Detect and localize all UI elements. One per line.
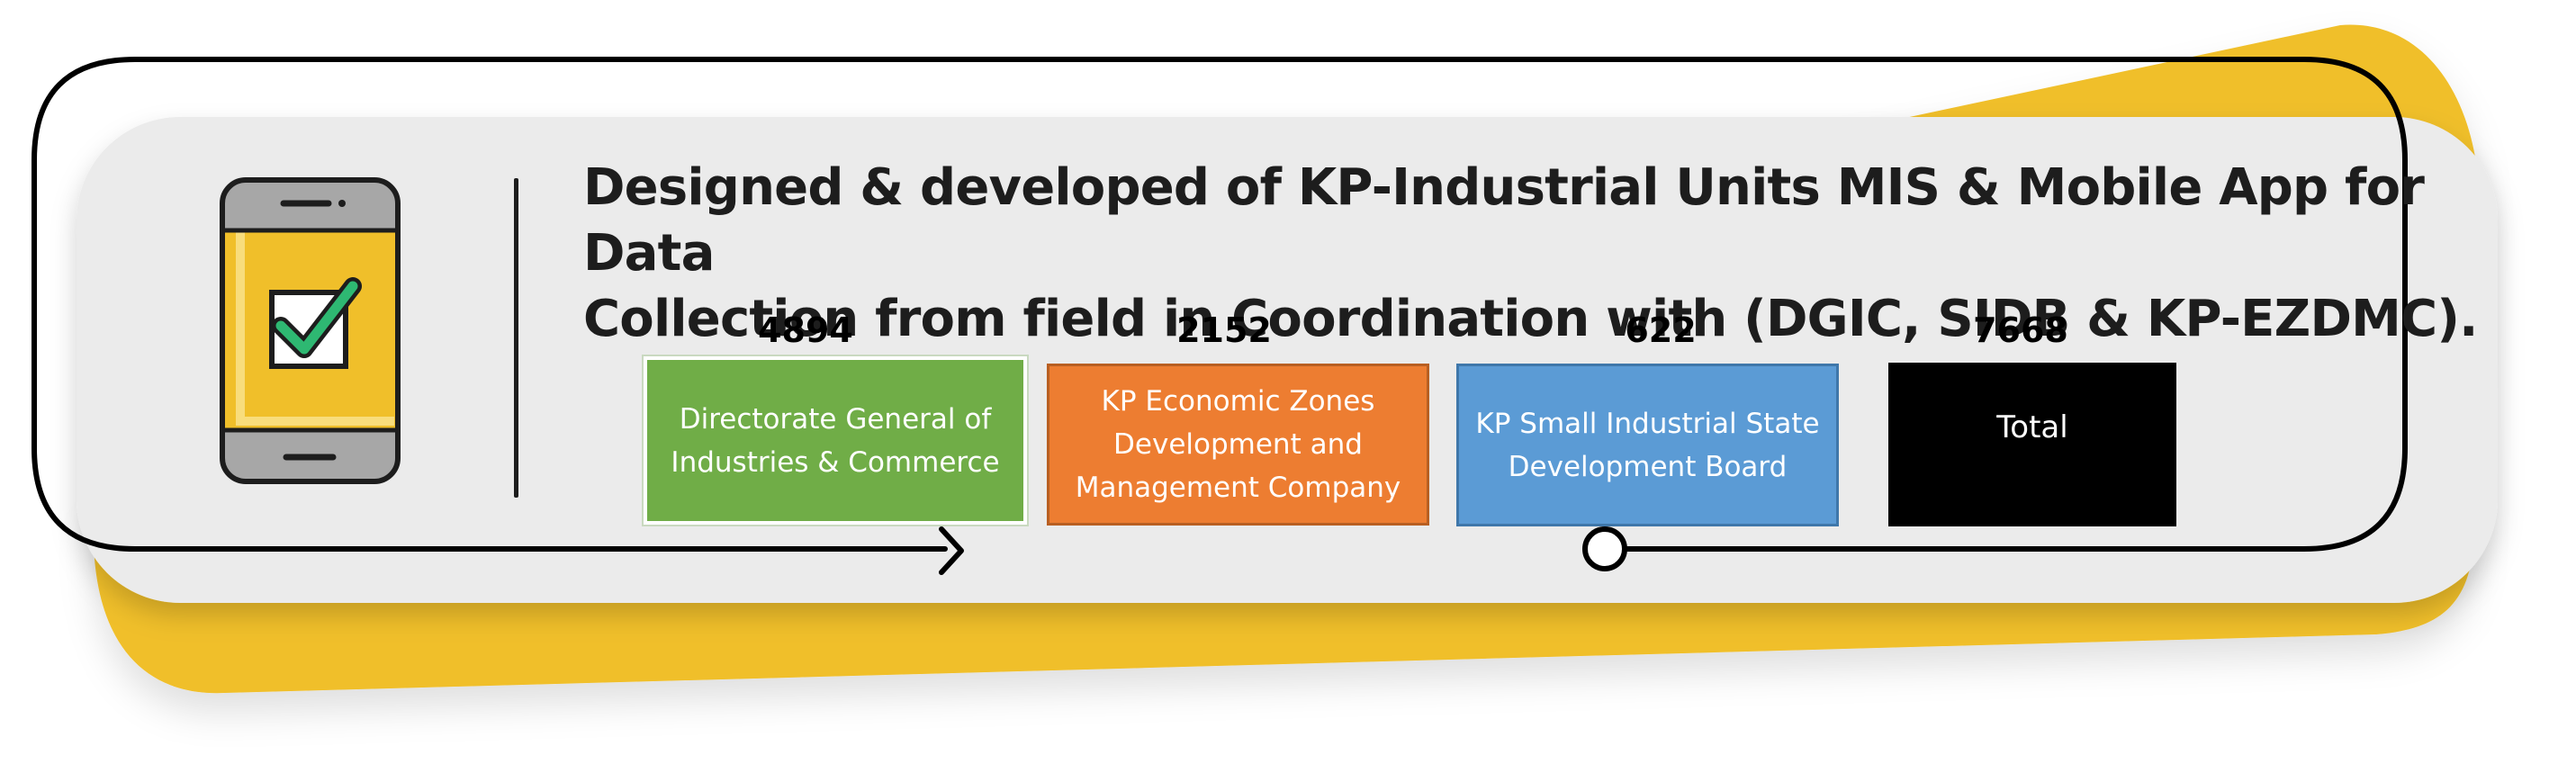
- arrow-head-icon: [939, 526, 964, 575]
- dgic-label-line-1: Directorate General of: [679, 402, 992, 436]
- sidb-label-line-2: Development Board: [1508, 450, 1788, 483]
- connector-dot-icon: [1582, 526, 1627, 571]
- headline-line-1: Designed & developed of KP-Industrial Un…: [583, 158, 2425, 283]
- divider-line: [514, 178, 518, 498]
- ezdmc-label-line-1: KP Economic Zones: [1101, 385, 1375, 418]
- box-total: Total: [1888, 363, 2176, 526]
- count-sidb: 622: [1625, 310, 1697, 350]
- count-total: 7668: [1973, 310, 2068, 350]
- box-sidb: KP Small Industrial State Development Bo…: [1456, 364, 1839, 526]
- headline: Designed & developed of KP-Industrial Un…: [583, 155, 2518, 352]
- dgic-label-line-2: Industries & Commerce: [671, 445, 1000, 479]
- sidb-label-line-1: KP Small Industrial State: [1475, 407, 1820, 440]
- frame-outline: [32, 57, 2408, 552]
- box-dgic: Directorate General of Industries & Comm…: [642, 355, 1029, 526]
- count-dgic: 4894: [758, 310, 853, 350]
- ezdmc-label-line-3: Management Company: [1075, 472, 1401, 504]
- total-label: Total: [1996, 409, 2068, 445]
- ezdmc-label-line-2: Development and: [1113, 428, 1363, 461]
- count-ezdmc: 2152: [1176, 310, 1272, 350]
- mobile-checklist-icon: [220, 177, 401, 484]
- box-kp-ezdmc: KP Economic Zones Development and Manage…: [1047, 364, 1429, 526]
- headline-line-2: Collection from field in Coordination wi…: [583, 290, 2478, 348]
